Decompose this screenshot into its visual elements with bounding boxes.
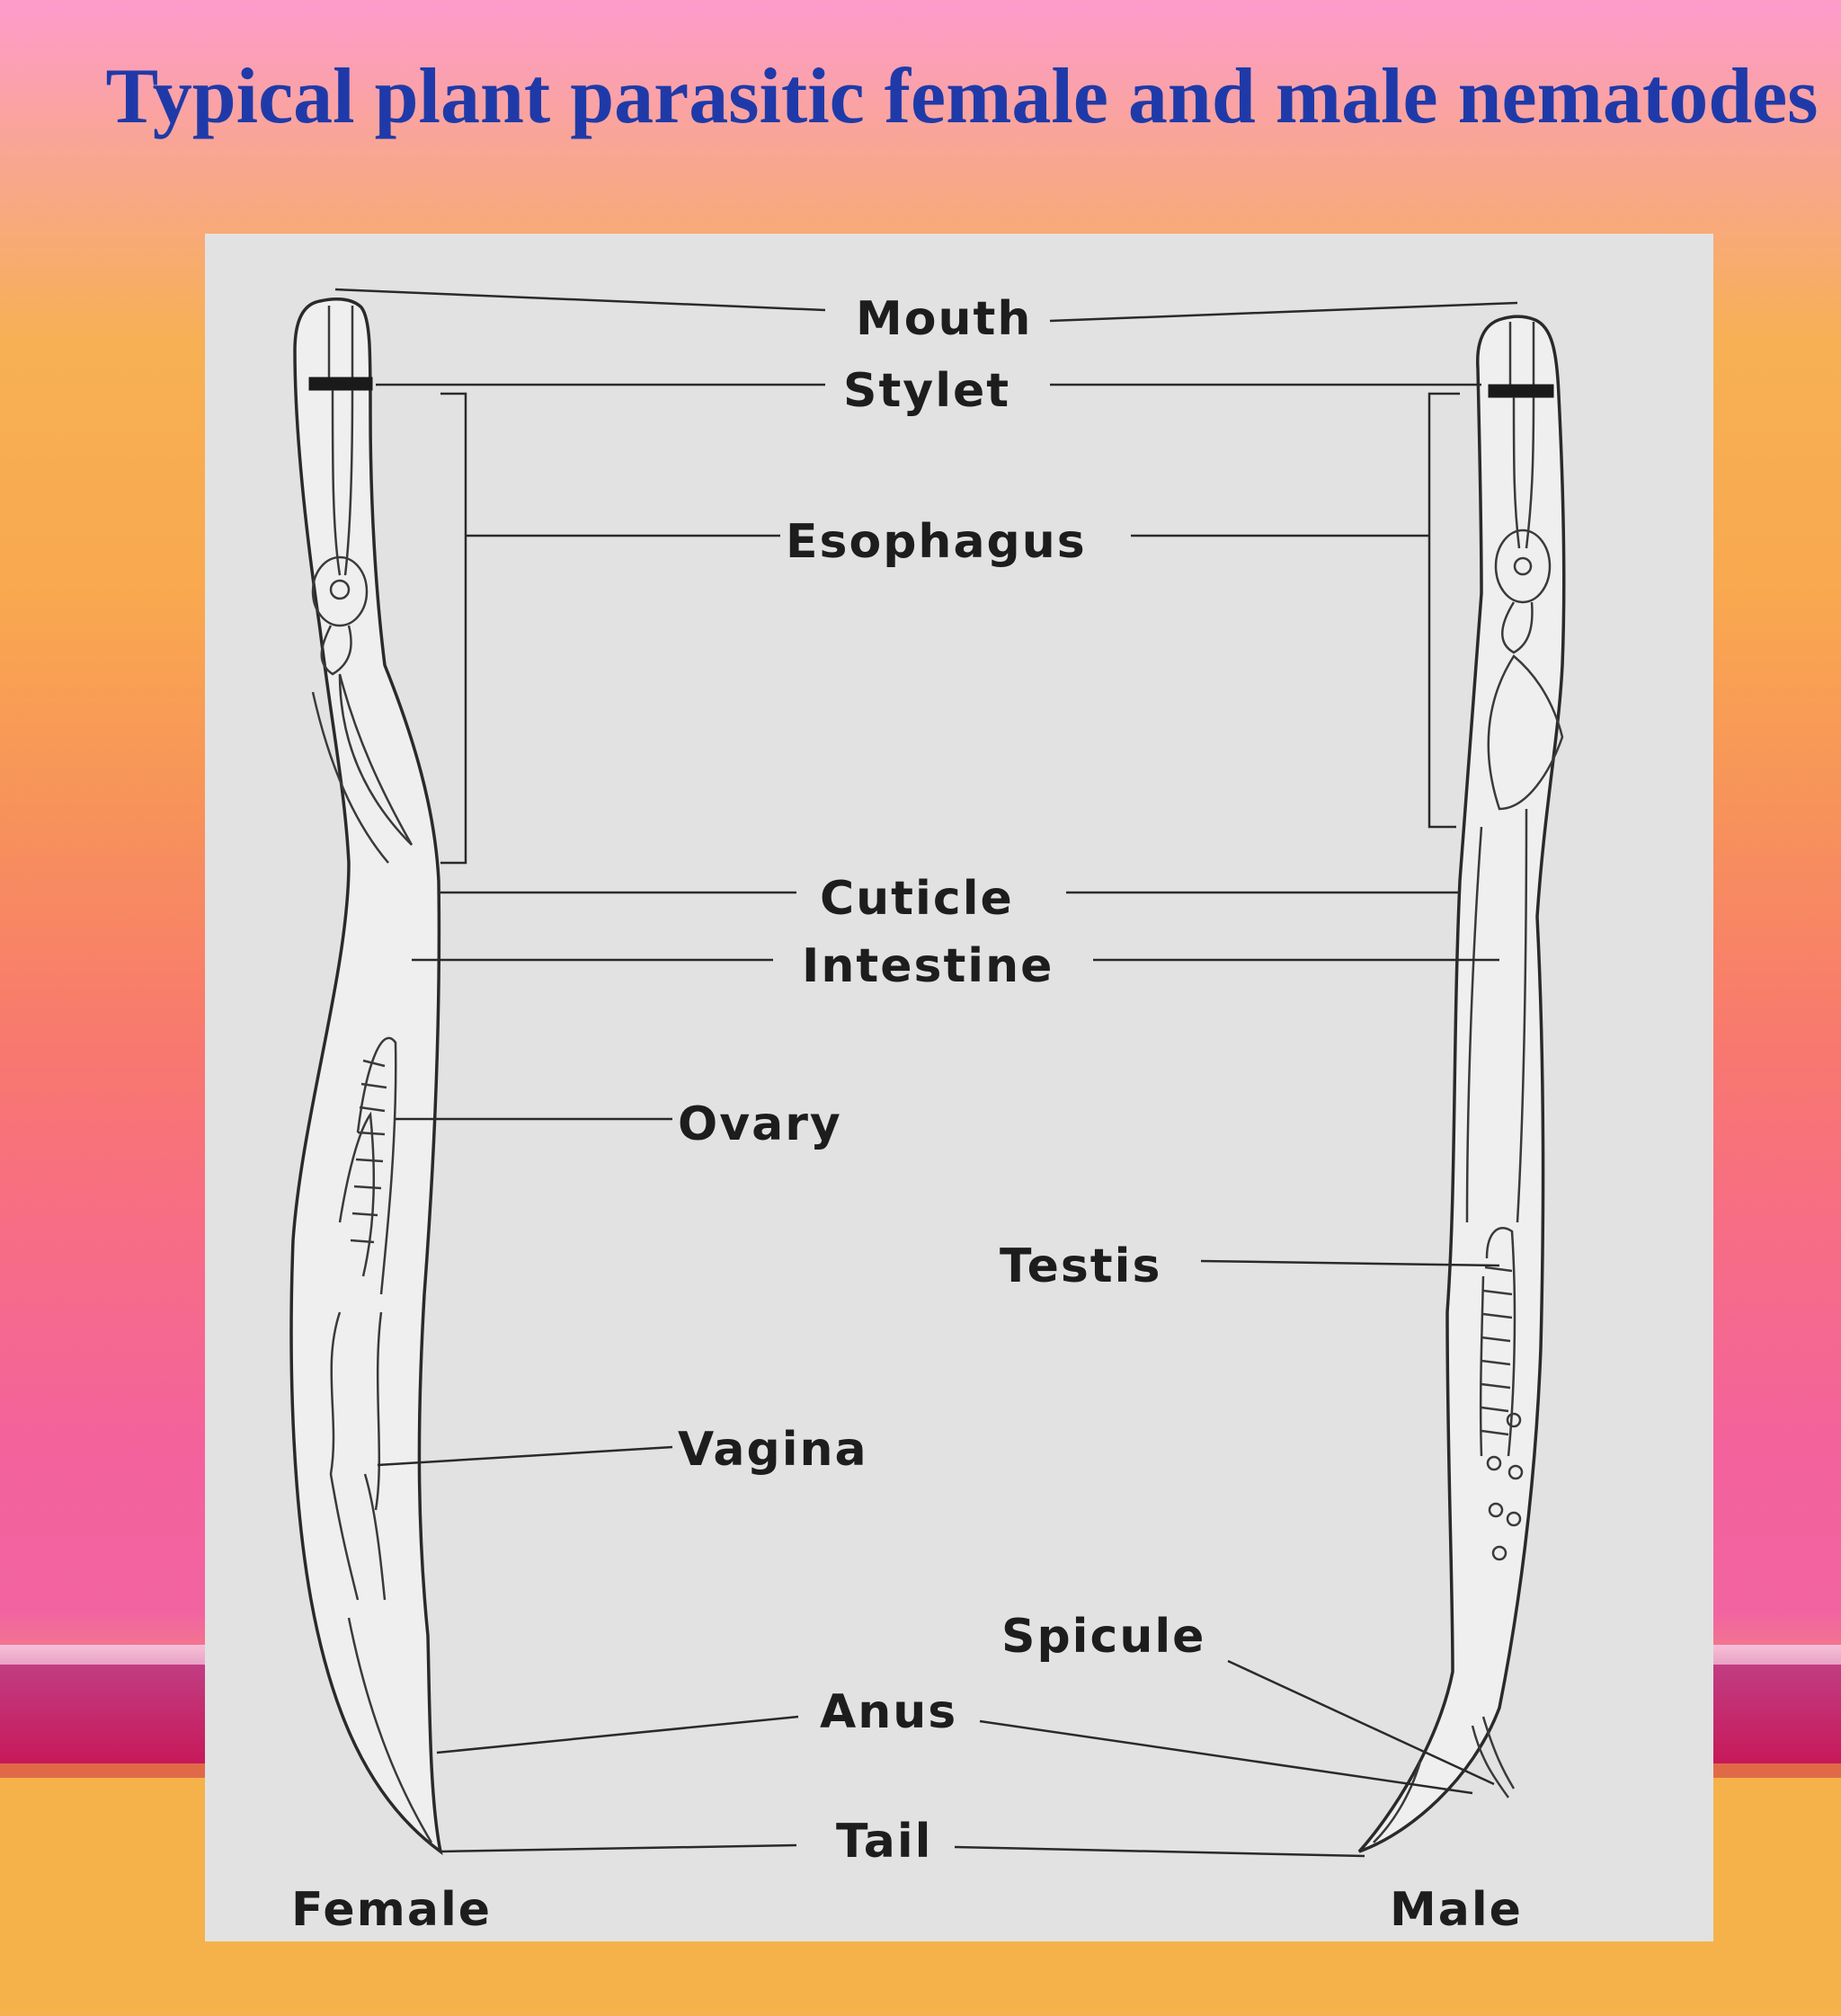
label-tail: Tail [836,1815,933,1869]
label-intestine: Intestine [802,939,1054,993]
female-nematode [289,297,443,1856]
label-male: Male [1390,1883,1523,1937]
nematode-diagram-svg: Mouth Stylet Esophagus Cuticle Intestine… [289,288,1566,1937]
slide-title: Typical plant parasitic female and male … [105,53,1819,140]
label-mouth: Mouth [856,292,1032,346]
label-stylet: Stylet [843,364,1010,418]
label-anus: Anus [820,1685,957,1739]
label-female: Female [291,1883,492,1937]
male-esophagus-bracket [1427,392,1460,829]
nematode-diagram: Mouth Stylet Esophagus Cuticle Intestine… [205,234,1713,1941]
label-vagina: Vagina [678,1423,868,1477]
label-spicule: Spicule [1001,1610,1205,1664]
label-cuticle: Cuticle [820,872,1014,926]
female-esophagus-bracket [440,392,467,865]
label-esophagus: Esophagus [786,515,1087,569]
leader-lines [334,288,1518,1858]
label-testis: Testis [1000,1239,1161,1293]
male-nematode [1357,315,1566,1853]
label-ovary: Ovary [678,1097,842,1151]
